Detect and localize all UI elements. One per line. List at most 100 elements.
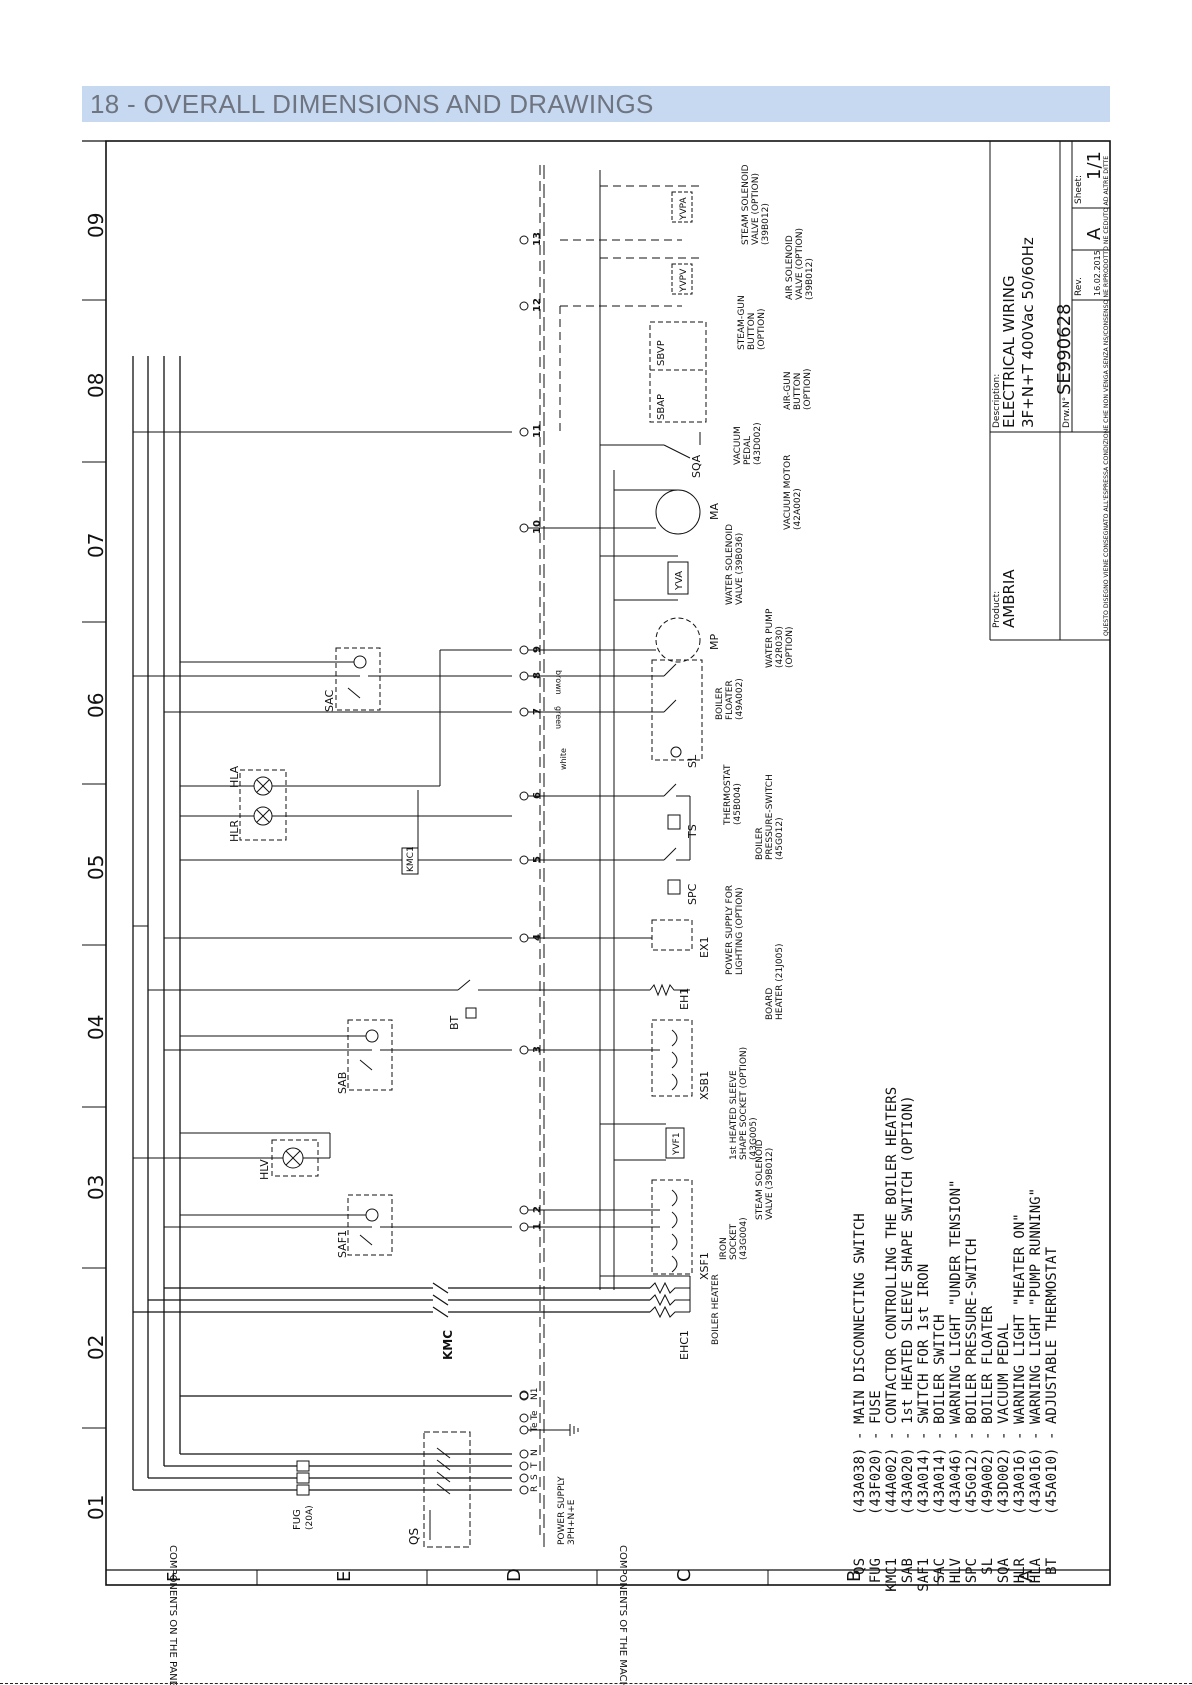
copyright-notice: QUESTO DISEGNO VIENE CONSEGNATO ALL'ESPR… [1103, 156, 1110, 636]
svg-text:(43D002): (43D002) [996, 1448, 1012, 1515]
air-valve-caption: AIR SOLENOID VALVE (OPTION) (39B012) [785, 228, 815, 300]
svg-text:(49A002): (49A002) [980, 1448, 996, 1515]
terminal-label: N [530, 1449, 540, 1456]
terminal-label: S [530, 1474, 540, 1480]
hlv-label: HLV [258, 1159, 271, 1180]
sqa-pedal [600, 432, 701, 459]
terminal-label: 11 [532, 424, 543, 438]
svg-text:FLOATER: FLOATER [725, 680, 735, 720]
hla-label: HLA [228, 765, 241, 788]
row-letter: E [334, 1571, 355, 1582]
machine-rails [599, 170, 615, 1290]
xsf1-socket [528, 1179, 693, 1275]
vacuum-motor-caption: VACUUM MOTOR (42A002) [783, 455, 803, 530]
svg-text:(43G004): (43G004) [739, 1217, 749, 1260]
title-block-text: Product: AMBRIA Description: ELECTRICAL … [992, 151, 1110, 636]
boiler-heater-label: BOILER HEATER [711, 1274, 721, 1345]
drawing-number: SE990628 [1054, 303, 1075, 395]
board-heater-caption: BOARD HEATER (21J005) [765, 943, 785, 1020]
xsb1-label: XSB1 [698, 1071, 711, 1100]
legend-item: FUG(43F020)FUSE- [868, 1390, 884, 1583]
svg-text:PRESSURE-SWITCH: PRESSURE-SWITCH [765, 774, 775, 860]
sbvp-label: SBVP [656, 340, 667, 366]
column-numbers: 01 02 03 04 05 06 07 08 09 [84, 213, 108, 1520]
legend-separator: - [884, 1432, 900, 1440]
svg-text:(44A002): (44A002) [884, 1448, 900, 1515]
svg-text:STEAM SOLENOID: STEAM SOLENOID [755, 1139, 765, 1220]
steam-valve-caption: STEAM SOLENOID VALVE (39B012) [755, 1139, 775, 1220]
svg-text:1st HEATED SLEEVE: 1st HEATED SLEEVE [729, 1070, 739, 1160]
legend-item: SAB(43A020)1st HEATED SLEEVE SHAPE SWITC… [900, 1095, 916, 1583]
rev-date: 16.02.2015 [1093, 250, 1102, 296]
mp-pump [528, 617, 701, 663]
svg-text:QS: QS [852, 1558, 868, 1575]
svg-text:LIGHTING (OPTION): LIGHTING (OPTION) [735, 887, 745, 975]
legend-item: HLA(43A016)WARNING LIGHT "PUMP RUNNING"- [1028, 1188, 1044, 1583]
row-letter: A [1016, 1569, 1037, 1582]
legend-separator: - [948, 1432, 964, 1440]
svg-text:THERMOSTAT: THERMOSTAT [723, 764, 733, 826]
page-bottom-rule [0, 1683, 1192, 1684]
row-letter: D [504, 1568, 525, 1582]
svg-text:IRON: IRON [719, 1237, 729, 1260]
water-valve-caption: WATER SOLENOID VALVE (39B036) [725, 524, 745, 605]
svg-text:(39B012): (39B012) [761, 203, 771, 245]
legend-separator: - [916, 1432, 932, 1440]
sqa-label: SQA [690, 454, 703, 478]
svg-text:(43A014): (43A014) [932, 1448, 948, 1515]
column-number: 05 [84, 855, 108, 880]
eh1-heater [649, 983, 690, 997]
legend-item: QS(43A038)MAIN DISCONNECTING SWITCH- [852, 1213, 868, 1575]
svg-text:VALVE (OPTION): VALVE (OPTION) [751, 173, 761, 245]
ma-motor [528, 489, 701, 535]
svg-text:HLR: HLR [1012, 1557, 1028, 1583]
svg-text:VALVE (39B036): VALVE (39B036) [735, 533, 745, 605]
svg-text:HLV: HLV [948, 1557, 964, 1583]
column-number: 03 [84, 1175, 108, 1200]
svg-text:AIR SOLENOID: AIR SOLENOID [785, 235, 795, 300]
yvf1-label: YVF1 [672, 1132, 682, 1156]
svg-text:KMC1: KMC1 [884, 1558, 900, 1592]
sac-switch [133, 647, 512, 713]
svg-text:(43F020): (43F020) [868, 1448, 884, 1515]
svg-text:VACUUM: VACUUM [733, 426, 743, 465]
svg-text:BOILER PRESSURE-SWITCH: BOILER PRESSURE-SWITCH [964, 1239, 980, 1424]
ground-symbol [528, 1424, 579, 1436]
svg-text:WATER SOLENOID: WATER SOLENOID [725, 524, 735, 605]
svg-text:(OPTION): (OPTION) [757, 308, 767, 350]
ts-label: TS [686, 824, 699, 839]
description-line1: ELECTRICAL WIRING [1000, 275, 1018, 428]
region-label-machine: COMPONENTS OF THE MACHINE [617, 1545, 628, 1685]
svg-text:WARNING LIGHT "PUMP RUNNING": WARNING LIGHT "PUMP RUNNING" [1028, 1188, 1044, 1424]
svg-text:BUTTON: BUTTON [747, 313, 757, 350]
legend-item: HLV(43A046)WARNING LIGHT "UNDER TENSION"… [948, 1180, 964, 1584]
svg-text:(43A016): (43A016) [1028, 1448, 1044, 1515]
svg-text:BOILER: BOILER [715, 687, 725, 720]
legend-item: HLR(43A016)WARNING LIGHT "HEATER ON"- [1012, 1213, 1028, 1583]
column-number: 06 [84, 693, 108, 718]
svg-text:SWITCH FOR 1st IRON: SWITCH FOR 1st IRON [916, 1264, 932, 1424]
wire-color-green: green [554, 706, 563, 729]
rev-label: Rev. [1074, 277, 1084, 296]
product-label: Product: [992, 591, 1002, 628]
svg-text:ADJUSTABLE THERMOSTAT: ADJUSTABLE THERMOSTAT [1044, 1246, 1060, 1424]
svg-text:(43A016): (43A016) [1012, 1448, 1028, 1515]
saf1-switch [164, 1194, 512, 1256]
legend-separator: - [996, 1432, 1012, 1440]
sheet-label: Sheet: [1074, 175, 1084, 204]
legend-item: SAC(43A014)BOILER SWITCH- [932, 1314, 948, 1583]
svg-text:FUG: FUG [868, 1558, 884, 1583]
yva-label: YVA [674, 571, 685, 591]
yvpv-label: YVPV [679, 268, 689, 293]
yvpa-label: YVPA [679, 196, 689, 221]
legend-separator: - [1044, 1432, 1060, 1440]
sl-label: SL [686, 754, 699, 768]
svg-text:BOILER: BOILER [755, 827, 765, 860]
terminal-label: R [530, 1486, 540, 1492]
svg-text:(43D002): (43D002) [753, 422, 763, 465]
power-supply-spec: 3PH+N+E [567, 1499, 577, 1545]
svg-text:(OPTION): (OPTION) [785, 626, 795, 668]
vacuum-pedal-caption: VACUUM PEDAL (43D002) [733, 422, 763, 465]
fug-rating: (20A) [305, 1505, 315, 1530]
terminal-label: N1 [530, 1388, 540, 1400]
